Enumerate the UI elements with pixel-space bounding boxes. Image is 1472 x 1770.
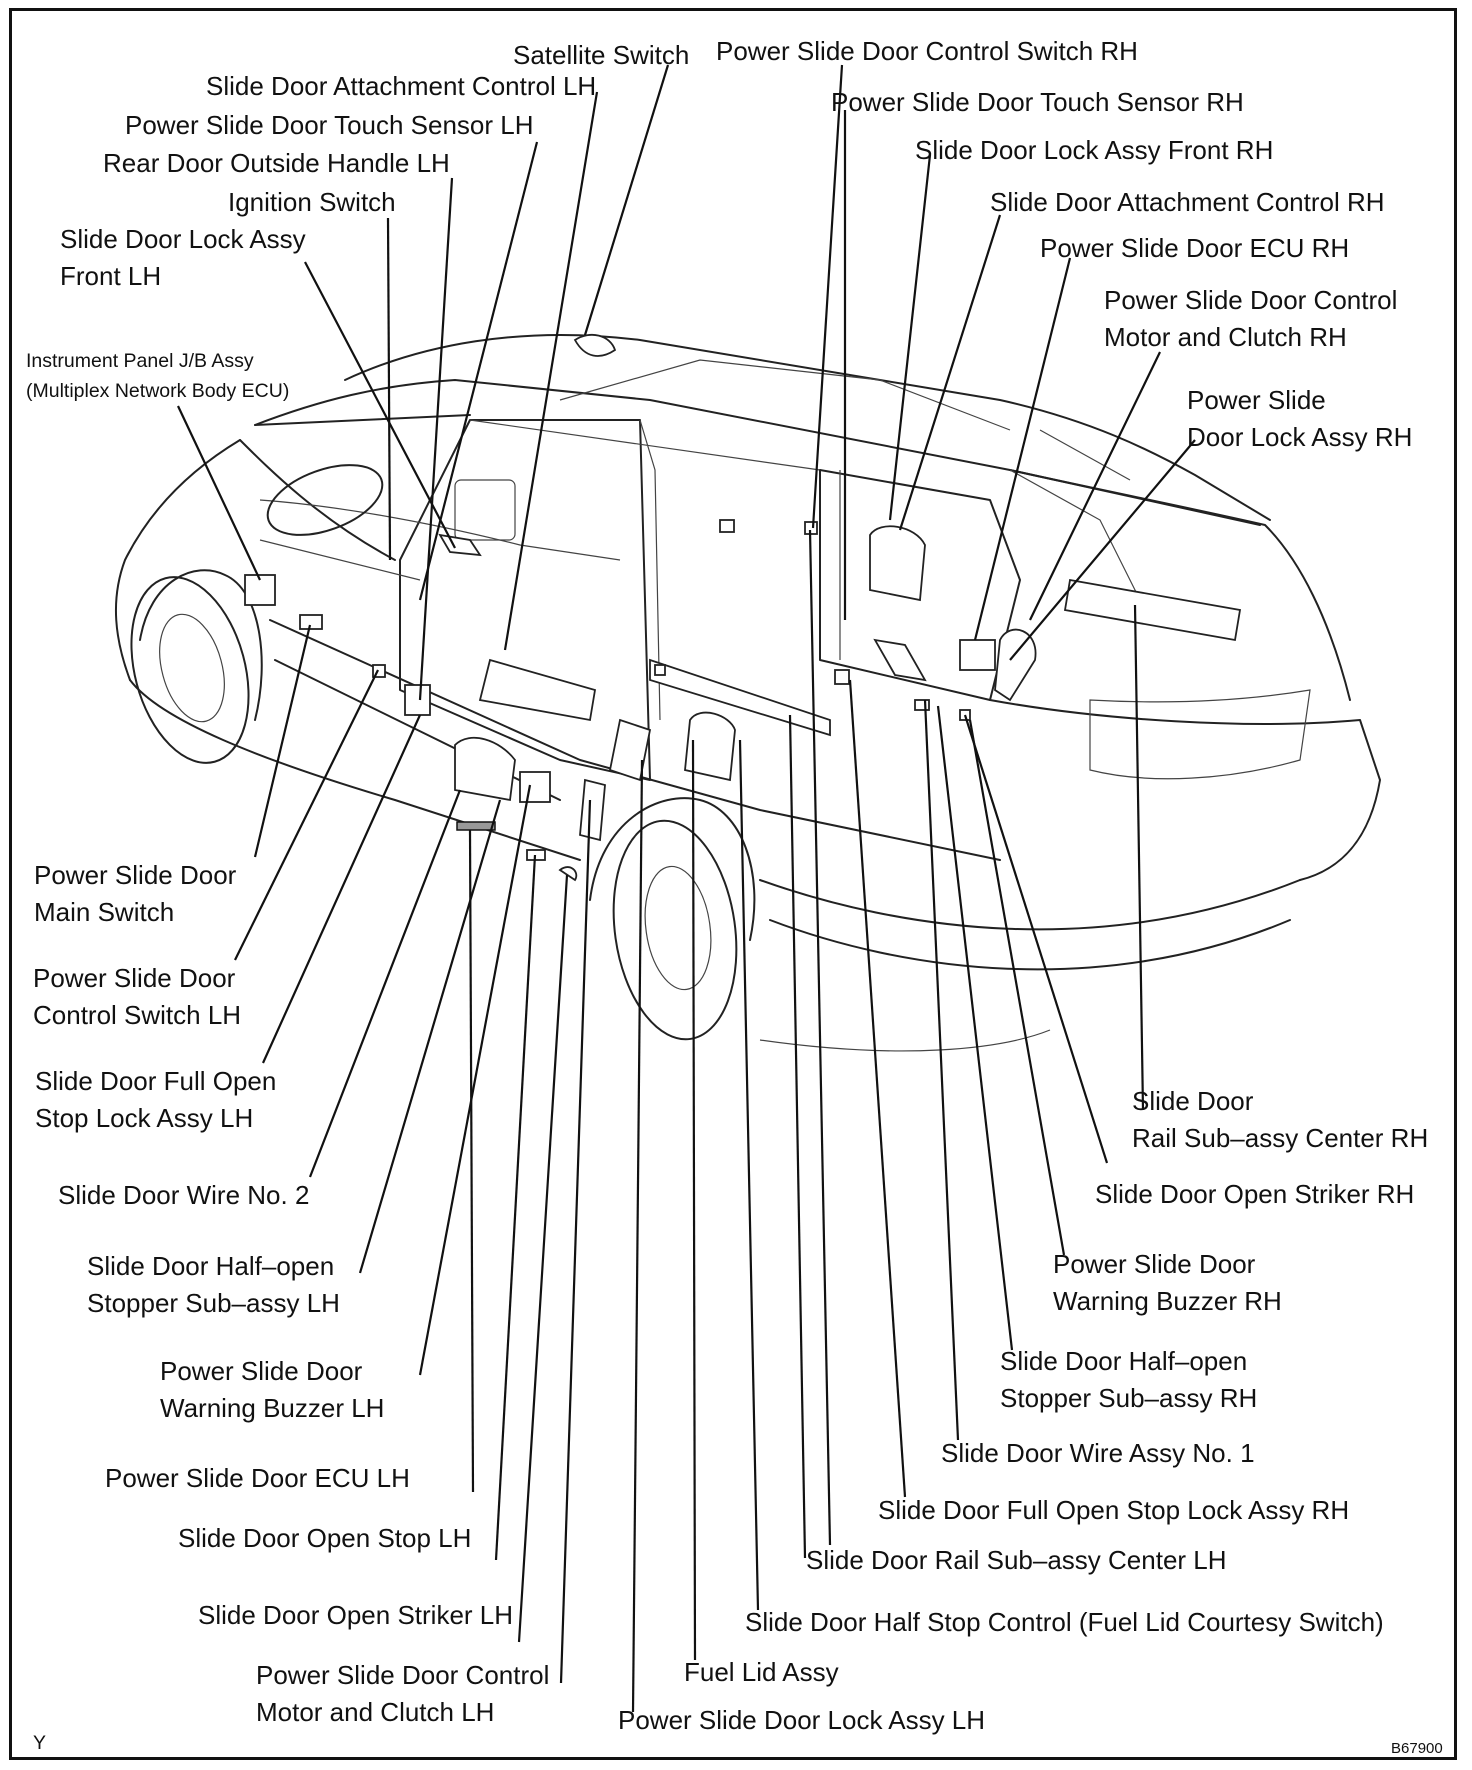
corner-mark: Y bbox=[33, 1732, 47, 1754]
label-ps-door-main-switch: Power Slide Door Main Switch bbox=[34, 860, 237, 927]
label-slide-door-half-open-stopper-rh: Slide Door Half–open Stopper Sub–assy RH bbox=[1000, 1346, 1258, 1413]
label-slide-door-rail-center-rh: Slide Door Rail Sub–assy Center RH bbox=[1132, 1086, 1429, 1153]
label-slide-door-attachment-control-rh: Slide Door Attachment Control RH bbox=[990, 187, 1385, 217]
leader-lines bbox=[177, 64, 1196, 1713]
label-slide-door-lock-assy-front-rh: Slide Door Lock Assy Front RH bbox=[915, 135, 1274, 165]
label-slide-door-rail-center-lh: Slide Door Rail Sub–assy Center LH bbox=[806, 1545, 1227, 1575]
label-satellite-switch: Satellite Switch bbox=[513, 40, 690, 70]
label-ps-door-ecu-lh: Power Slide Door ECU LH bbox=[105, 1463, 410, 1493]
label-ps-door-lock-assy-rh: Power Slide Door Lock Assy RH bbox=[1187, 385, 1413, 452]
label-fuel-lid-assy: Fuel Lid Assy bbox=[684, 1657, 839, 1687]
label-ps-door-warning-buzzer-lh: Power Slide Door Warning Buzzer LH bbox=[160, 1356, 385, 1423]
label-ps-door-touch-sensor-rh: Power Slide Door Touch Sensor RH bbox=[831, 87, 1244, 117]
label-slide-door-wire-assy-no1: Slide Door Wire Assy No. 1 bbox=[941, 1438, 1255, 1468]
label-slide-door-full-open-stop-lock-rh: Slide Door Full Open Stop Lock Assy RH bbox=[878, 1495, 1350, 1525]
label-ps-door-control-switch-rh: Power Slide Door Control Switch RH bbox=[716, 36, 1138, 66]
label-ignition-switch: Ignition Switch bbox=[228, 187, 396, 217]
figure-frame bbox=[9, 8, 1457, 1760]
label-ps-door-touch-sensor-lh: Power Slide Door Touch Sensor LH bbox=[125, 110, 534, 140]
label-instrument-panel-jb: Instrument Panel J/B Assy (Multiplex Net… bbox=[26, 350, 290, 402]
label-ps-door-control-motor-clutch-lh: Power Slide Door Control Motor and Clutc… bbox=[256, 1660, 550, 1727]
components bbox=[244, 333, 1242, 882]
label-slide-door-full-open-stop-lock-lh: Slide Door Full Open Stop Lock Assy LH bbox=[35, 1066, 277, 1133]
label-slide-door-open-striker-rh: Slide Door Open Striker RH bbox=[1095, 1179, 1415, 1209]
label-ps-door-control-motor-clutch-rh: Power Slide Door Control Motor and Clutc… bbox=[1104, 285, 1398, 352]
label-ps-door-warning-buzzer-rh: Power Slide Door Warning Buzzer RH bbox=[1053, 1249, 1282, 1316]
label-slide-door-wire-no2: Slide Door Wire No. 2 bbox=[58, 1180, 310, 1210]
label-rear-door-outside-handle-lh: Rear Door Outside Handle LH bbox=[103, 148, 450, 178]
figure-code: B67900 bbox=[1391, 1740, 1443, 1757]
label-ps-door-ecu-rh: Power Slide Door ECU RH bbox=[1040, 233, 1350, 263]
label-slide-door-attachment-control-lh: Slide Door Attachment Control LH bbox=[206, 71, 597, 101]
label-slide-door-lock-assy-front-lh: Slide Door Lock Assy Front LH bbox=[60, 224, 306, 291]
label-ps-door-lock-assy-lh: Power Slide Door Lock Assy LH bbox=[618, 1705, 986, 1735]
label-slide-door-open-stop-lh: Slide Door Open Stop LH bbox=[178, 1523, 472, 1553]
label-slide-door-half-open-stopper-lh: Slide Door Half–open Stopper Sub–assy LH bbox=[87, 1251, 340, 1318]
label-ps-door-control-switch-lh: Power Slide Door Control Switch LH bbox=[33, 963, 242, 1030]
label-slide-door-open-striker-lh: Slide Door Open Striker LH bbox=[198, 1600, 514, 1630]
label-slide-door-half-stop-control: Slide Door Half Stop Control (Fuel Lid C… bbox=[745, 1607, 1384, 1637]
